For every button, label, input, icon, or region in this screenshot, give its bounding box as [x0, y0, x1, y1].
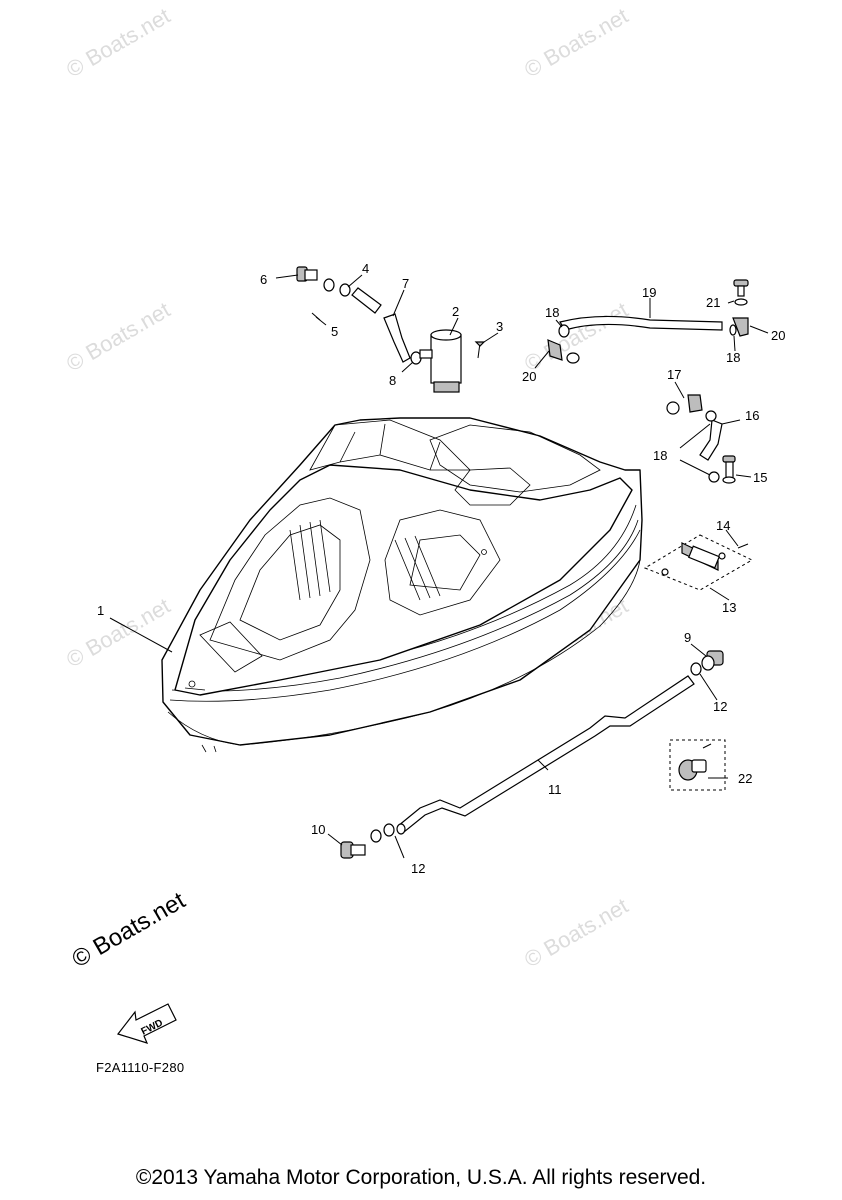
callout-16: 16 — [745, 408, 759, 423]
callout-10: 10 — [311, 822, 325, 837]
callout-17: 17 — [667, 367, 681, 382]
callout-22: 22 — [738, 771, 752, 786]
watermark: © Boats.net — [520, 3, 632, 82]
callout-numbers: 1 2 3 4 5 6 7 8 9 10 11 12 12 13 14 15 1… — [97, 261, 785, 876]
callout-18-right: 18 — [726, 350, 740, 365]
watermark: © Boats.net — [520, 893, 632, 972]
callout-13: 13 — [722, 600, 736, 615]
callout-20-left: 20 — [522, 369, 536, 384]
callout-18-left: 18 — [545, 305, 559, 320]
callout-6: 6 — [260, 272, 267, 287]
callout-14: 14 — [716, 518, 730, 533]
callout-3: 3 — [496, 319, 503, 334]
callout-12-left: 12 — [411, 861, 425, 876]
parts-cluster-tube — [340, 650, 726, 859]
callout-18-lower: 18 — [653, 448, 667, 463]
callout-20-right: 20 — [771, 328, 785, 343]
watermark: © Boats.net — [520, 297, 632, 376]
callout-15: 15 — [753, 470, 767, 485]
copyright-notice: ©2013 Yamaha Motor Corporation, U.S.A. A… — [135, 1166, 707, 1189]
callout-12-right: 12 — [713, 699, 727, 714]
fwd-arrow: FWD — [116, 1003, 177, 1044]
callout-9: 9 — [684, 630, 691, 645]
boat-hull-drawing — [161, 417, 643, 753]
callout-8: 8 — [389, 373, 396, 388]
callout-7: 7 — [402, 276, 409, 291]
callout-11: 11 — [548, 782, 562, 797]
watermark: © Boats.net — [62, 3, 174, 82]
parts-cluster-bracket — [643, 534, 754, 591]
callout-19: 19 — [642, 285, 656, 300]
callout-4: 4 — [362, 261, 369, 276]
parts-cluster-top-left — [296, 266, 486, 393]
watermark: © Boats.net — [62, 297, 174, 376]
watermark-bold: © Boats.net — [68, 887, 191, 973]
callout-5: 5 — [331, 324, 338, 339]
callout-21: 21 — [706, 295, 720, 310]
watermark: © Boats.net — [62, 593, 174, 672]
parts-cluster-top-right — [547, 279, 749, 484]
callout-1: 1 — [97, 603, 104, 618]
figure-code: F2A1110-F280 — [96, 1060, 185, 1075]
callout-2: 2 — [452, 304, 459, 319]
leader-lines — [109, 274, 769, 859]
